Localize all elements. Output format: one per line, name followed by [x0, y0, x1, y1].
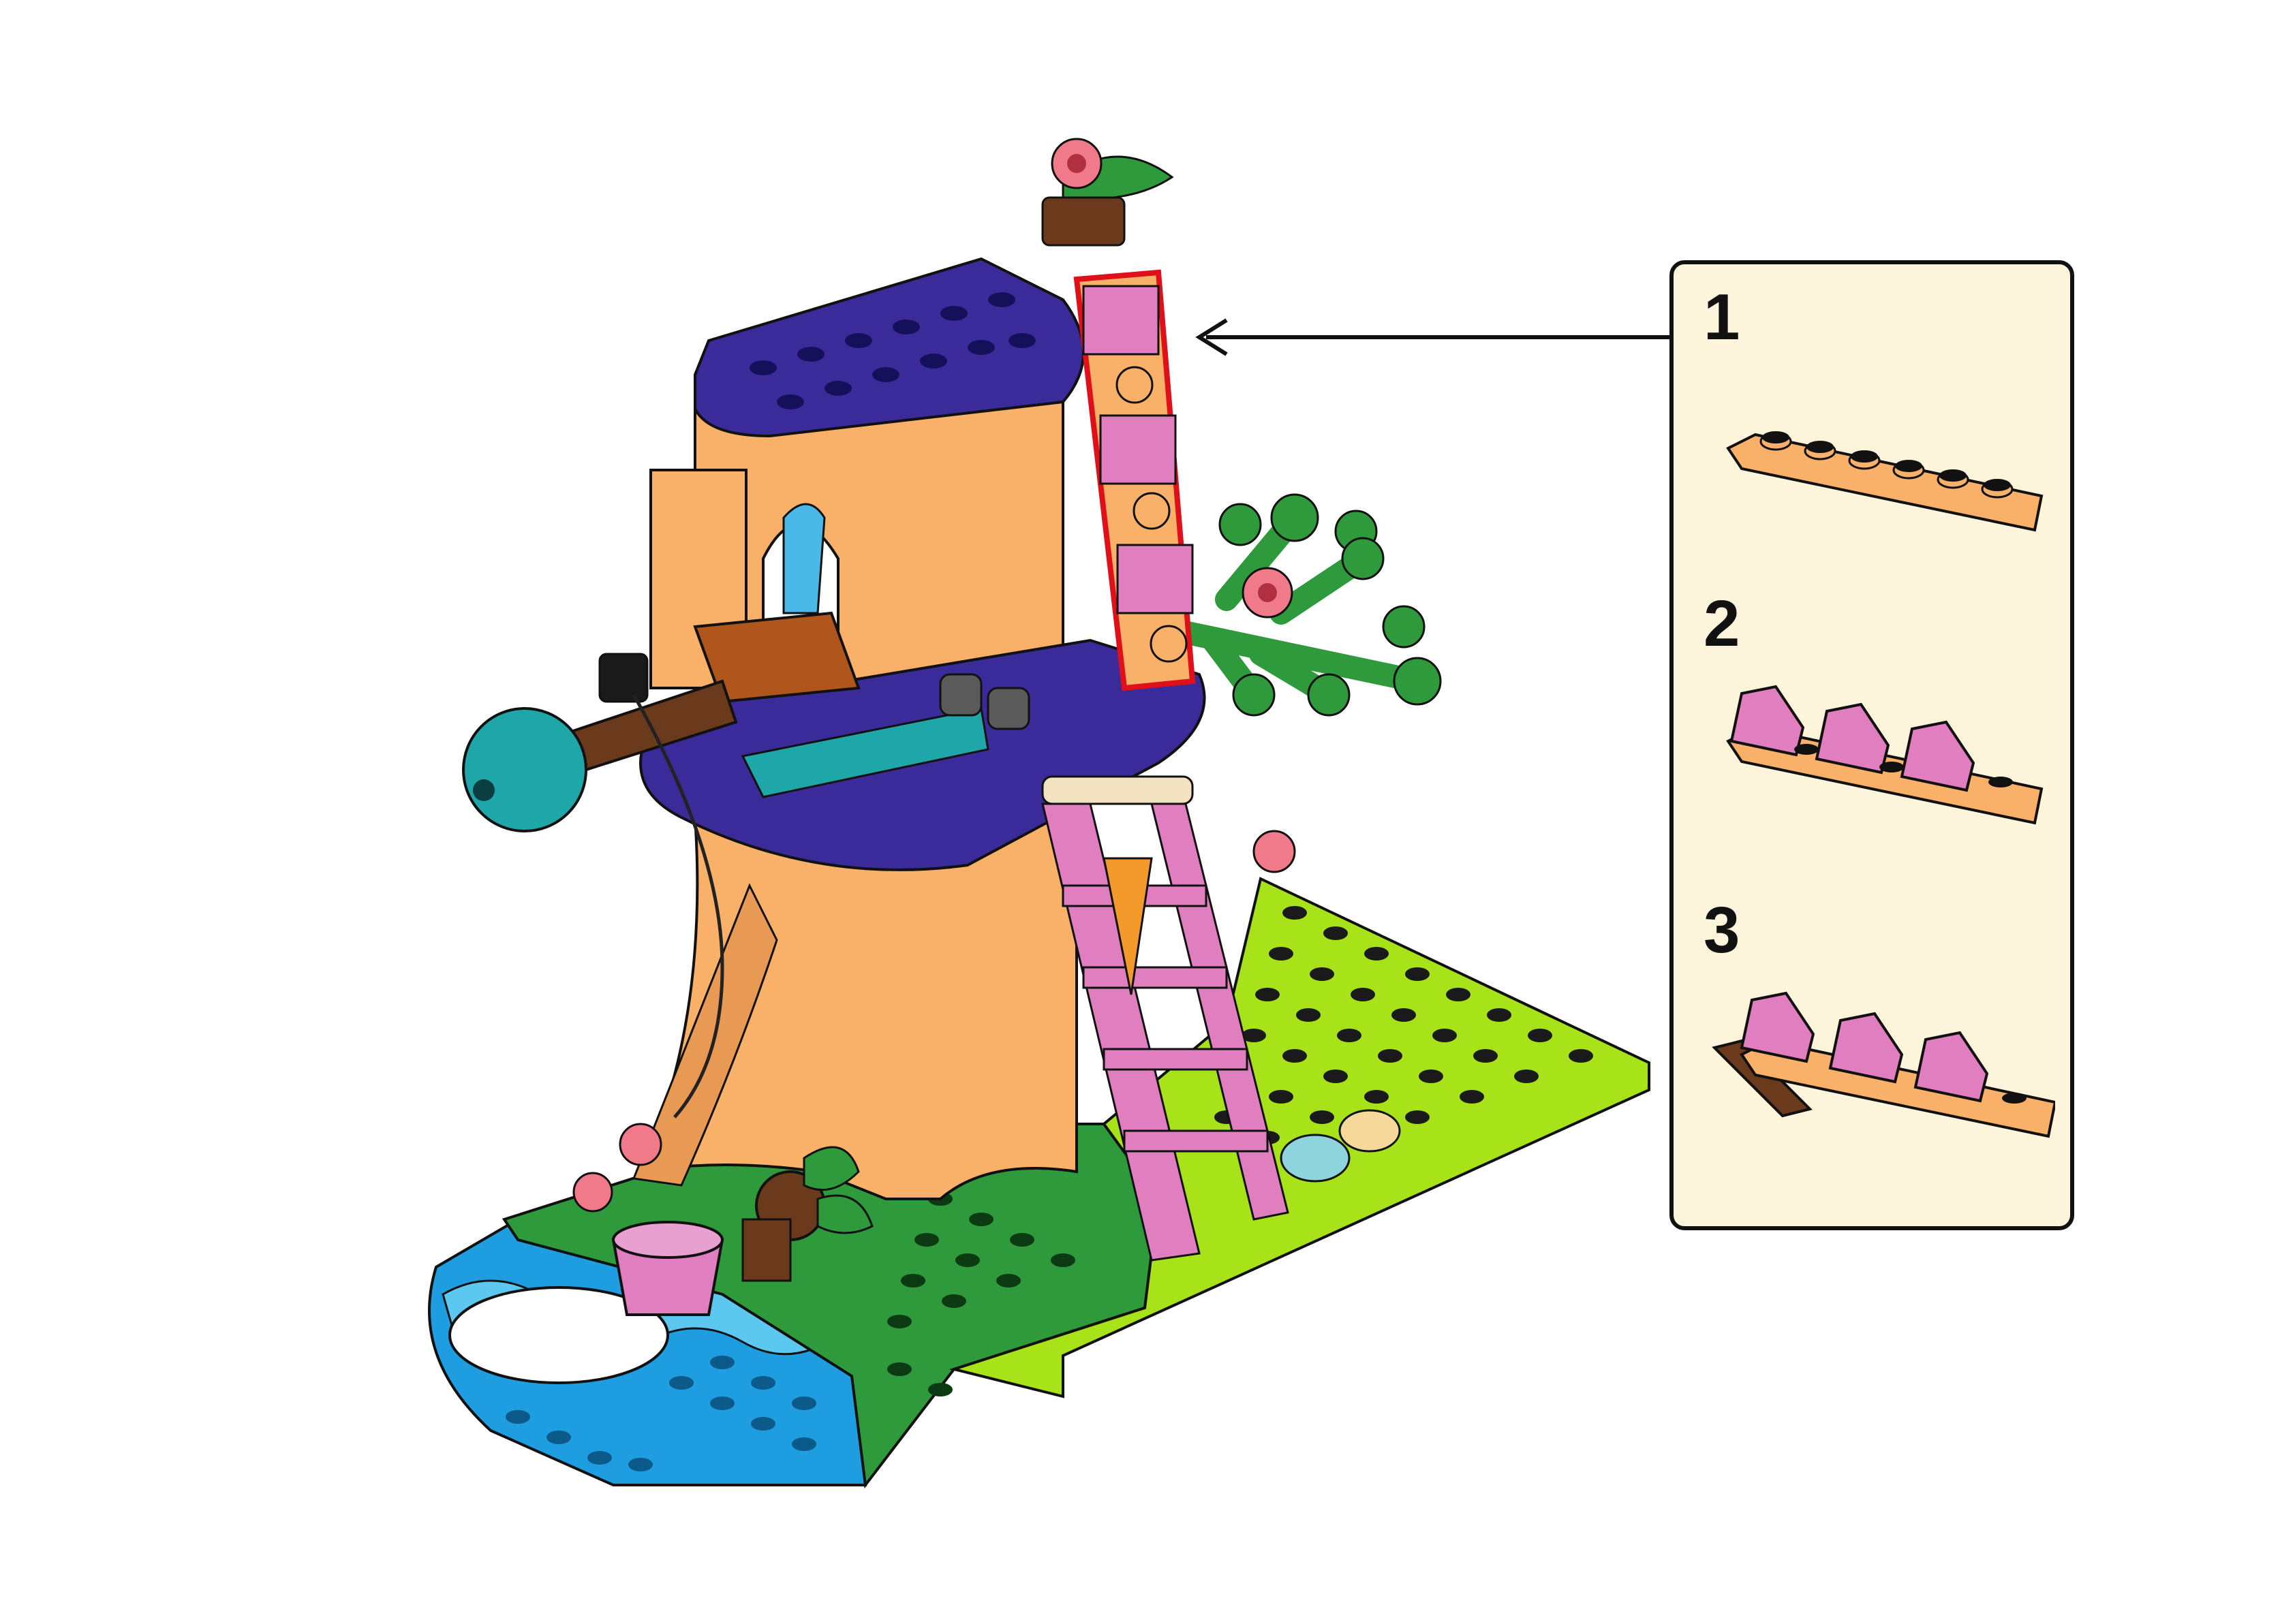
step-number-3: 3	[1704, 894, 1740, 967]
step-number-2: 2	[1704, 587, 1740, 660]
cookie-tile	[1338, 1109, 1401, 1153]
white-round-tile	[448, 1286, 669, 1384]
teal-ball	[462, 707, 587, 832]
light-blue-round-tile	[1280, 1134, 1351, 1183]
top-plate-studs	[750, 292, 1036, 409]
teal-ball-hole	[473, 779, 495, 801]
sub-assembly-callout: 1 2	[1669, 260, 2074, 1230]
green-plate-studs	[887, 1192, 1075, 1396]
black-clip	[598, 653, 649, 703]
slopes-on-plate-icon	[1726, 685, 2044, 825]
green-leaf-branch	[1147, 493, 1442, 717]
slopes-with-brown-clip-icon	[1712, 991, 2055, 1138]
highlighted-new-part	[1073, 269, 1196, 691]
brown-lollipop	[741, 1170, 826, 1282]
pink-ladder	[1041, 775, 1289, 1262]
pink-flower-branch	[1242, 567, 1293, 619]
top-purple-plate	[694, 257, 1085, 438]
step-number-1: 1	[1704, 281, 1740, 354]
plate-1x6-orange-icon	[1726, 431, 2044, 532]
top-flower-leaves	[1041, 138, 1174, 247]
window-blue-shape	[782, 503, 826, 614]
callout-arrow	[1195, 318, 1669, 356]
water-plate-studs	[506, 1356, 816, 1471]
pink-flowers-bottom	[572, 830, 1296, 1213]
pink-bucket	[611, 1221, 724, 1316]
tree-root-left	[632, 883, 778, 1187]
string-rope	[632, 693, 724, 1119]
binoculars-icon	[939, 673, 1030, 730]
orange-carrot	[1103, 857, 1153, 995]
teal-plate-accent	[741, 707, 989, 798]
leaf-plant-bottom	[803, 1146, 874, 1234]
brown-shelf	[693, 611, 861, 704]
